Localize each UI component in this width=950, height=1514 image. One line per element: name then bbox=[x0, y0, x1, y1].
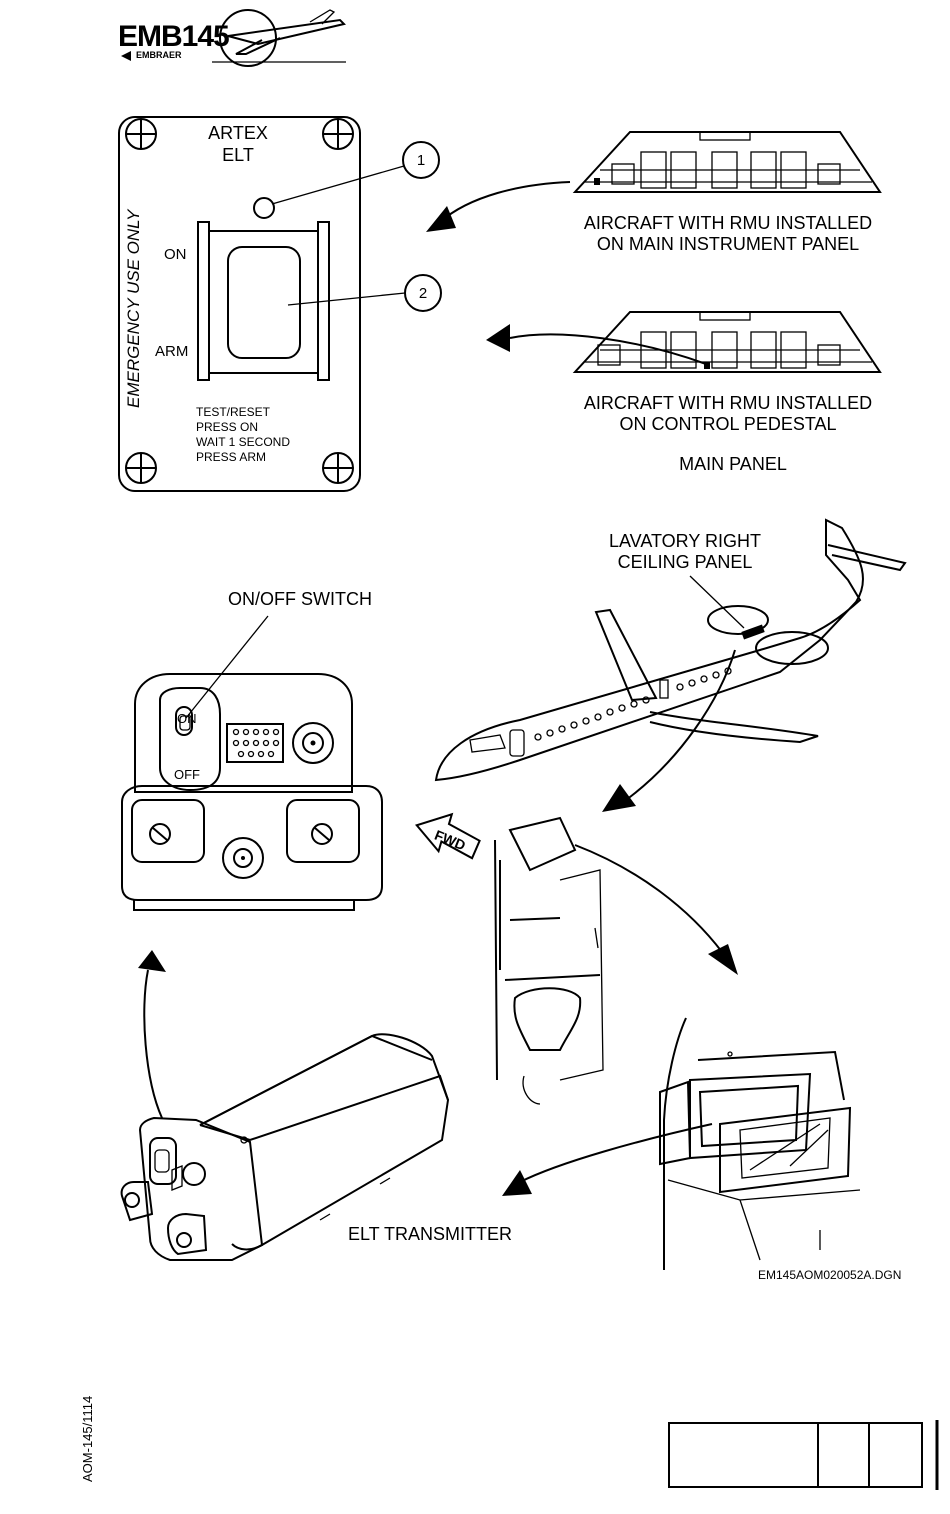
emergency-use-only-label: EMERGENCY USE ONLY bbox=[124, 209, 143, 408]
logo-aircraft-icon bbox=[121, 9, 346, 67]
brand-text: EMBRAER bbox=[136, 50, 182, 60]
instruction-line: PRESS ON bbox=[196, 420, 259, 434]
elt-transmitter-caption: ELT TRANSMITTER bbox=[347, 1224, 513, 1244]
callout-2: 2 bbox=[418, 285, 428, 302]
panel-title-line1: ARTEX bbox=[208, 123, 268, 143]
main-panel-caption: MAIN PANEL bbox=[679, 454, 787, 474]
indicator-light bbox=[253, 197, 275, 219]
panel-view-main-instrument bbox=[572, 131, 882, 193]
arrow-from-pedestal bbox=[509, 333, 707, 365]
arrow-from-main-panel bbox=[439, 181, 571, 223]
arrow-to-front-view bbox=[143, 969, 163, 1119]
ceiling-panel-illustration bbox=[659, 1017, 861, 1270]
drawing-id: EM145AOM020052A.DGN bbox=[758, 1268, 902, 1282]
elt-transmitter-front-view bbox=[121, 615, 383, 911]
instruction-line: TEST/RESET bbox=[196, 405, 271, 419]
switch-on-label: ON bbox=[164, 246, 187, 263]
instruction-line: WAIT 1 SECOND bbox=[196, 435, 291, 449]
pedestal-caption-line2: ON CONTROL PEDESTAL bbox=[619, 414, 837, 434]
main-instrument-caption-line1: AIRCRAFT WITH RMU INSTALLED bbox=[583, 213, 873, 233]
lavatory-caption-line2: CEILING PANEL bbox=[617, 552, 753, 572]
elt-transmitter-illustration bbox=[120, 1033, 450, 1261]
logo-text: EMB145 bbox=[118, 20, 230, 53]
elt-control-panel bbox=[118, 116, 442, 492]
fwd-arrow-icon bbox=[415, 812, 481, 860]
document-code: AOM-145/1114 bbox=[80, 1395, 95, 1482]
pedestal-caption-line1: AIRCRAFT WITH RMU INSTALLED bbox=[583, 393, 873, 413]
on-off-switch-caption: ON/OFF SWITCH bbox=[228, 589, 372, 609]
switch-arm-label: ARM bbox=[155, 343, 189, 360]
test-reset-instructions: TEST/RESET PRESS ON WAIT 1 SECOND PRESS … bbox=[196, 405, 290, 465]
on-off-toggle-switch[interactable] bbox=[175, 706, 193, 736]
lavatory-illustration bbox=[494, 816, 604, 1105]
panel-view-control-pedestal bbox=[572, 311, 882, 373]
callout-1: 1 bbox=[416, 152, 426, 169]
toggle-off-label: OFF bbox=[174, 767, 200, 782]
toggle-on-label: ON bbox=[177, 711, 197, 726]
lavatory-caption-line1: LAVATORY RIGHT bbox=[608, 531, 762, 551]
arrow-to-transmitter bbox=[519, 1123, 713, 1183]
panel-title-line2: ELT bbox=[222, 145, 254, 165]
arrow-to-ceiling-panel bbox=[574, 844, 723, 953]
main-instrument-caption-line2: ON MAIN INSTRUMENT PANEL bbox=[596, 234, 860, 254]
arrow-to-lavatory bbox=[625, 649, 736, 801]
instruction-line: PRESS ARM bbox=[196, 450, 267, 464]
elt-rocker-switch[interactable] bbox=[227, 246, 301, 359]
footer-revision-box bbox=[668, 1420, 939, 1490]
